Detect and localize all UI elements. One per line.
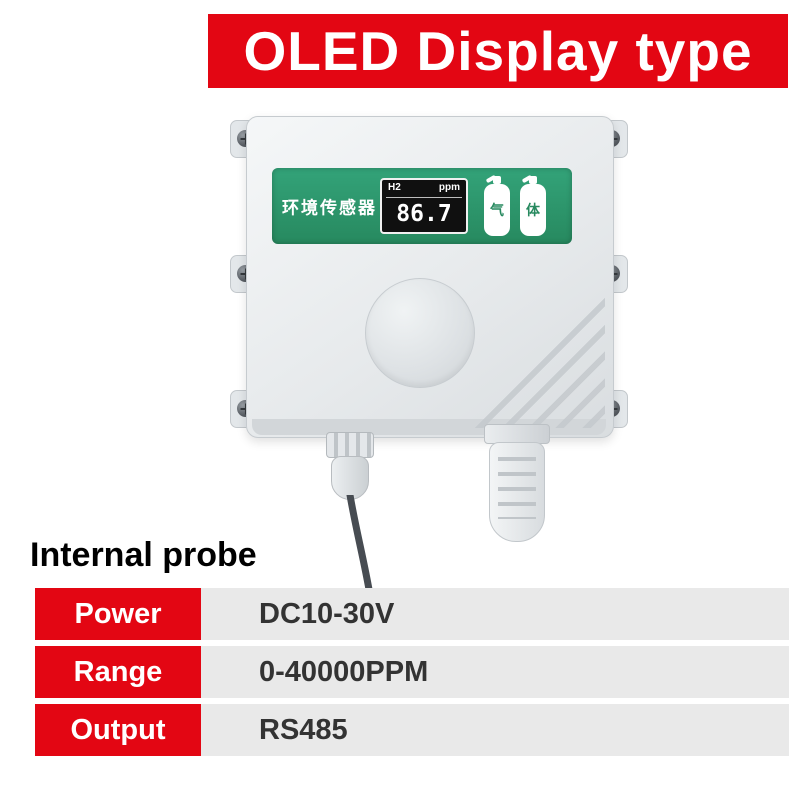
headline-banner: OLED Display type bbox=[208, 14, 788, 88]
cylinder-neck bbox=[493, 176, 501, 184]
spec-label: Power bbox=[35, 588, 201, 640]
spec-value: DC10-30V bbox=[201, 588, 789, 640]
cylinder-body bbox=[484, 184, 510, 236]
cable-gland-nut bbox=[326, 432, 374, 458]
cable bbox=[346, 495, 374, 599]
spec-value: RS485 bbox=[201, 704, 789, 756]
gas-cylinder-icon: 气 bbox=[484, 174, 510, 236]
spec-label: Range bbox=[35, 646, 201, 698]
spec-row: Output RS485 bbox=[35, 704, 789, 756]
oled-gas-label: H2 bbox=[388, 182, 401, 193]
spec-label: Output bbox=[35, 704, 201, 756]
sensor-dome bbox=[365, 278, 475, 388]
label-panel: 环境传感器 H2 ppm 86.7 气 体 bbox=[272, 168, 572, 244]
oled-unit-label: ppm bbox=[438, 182, 460, 193]
gas-cylinder-icon: 体 bbox=[520, 174, 546, 236]
spec-row: Power DC10-30V bbox=[35, 588, 789, 640]
cylinder-char: 体 bbox=[526, 202, 540, 218]
oled-display: H2 ppm 86.7 bbox=[380, 178, 468, 234]
oled-separator bbox=[386, 197, 462, 198]
probe bbox=[489, 442, 545, 542]
probe-collar bbox=[484, 424, 550, 444]
cylinder-body bbox=[520, 184, 546, 236]
cylinder-neck bbox=[529, 176, 537, 184]
oled-value: 86.7 bbox=[396, 201, 452, 227]
cable-gland bbox=[331, 456, 369, 500]
spec-value: 0-40000PPM bbox=[201, 646, 789, 698]
probe-caption: Internal probe bbox=[30, 536, 257, 574]
probe-slots bbox=[498, 457, 536, 519]
panel-title: 环境传感器 bbox=[282, 198, 377, 218]
cylinder-char: 气 bbox=[490, 202, 504, 218]
spec-row: Range 0-40000PPM bbox=[35, 646, 789, 698]
